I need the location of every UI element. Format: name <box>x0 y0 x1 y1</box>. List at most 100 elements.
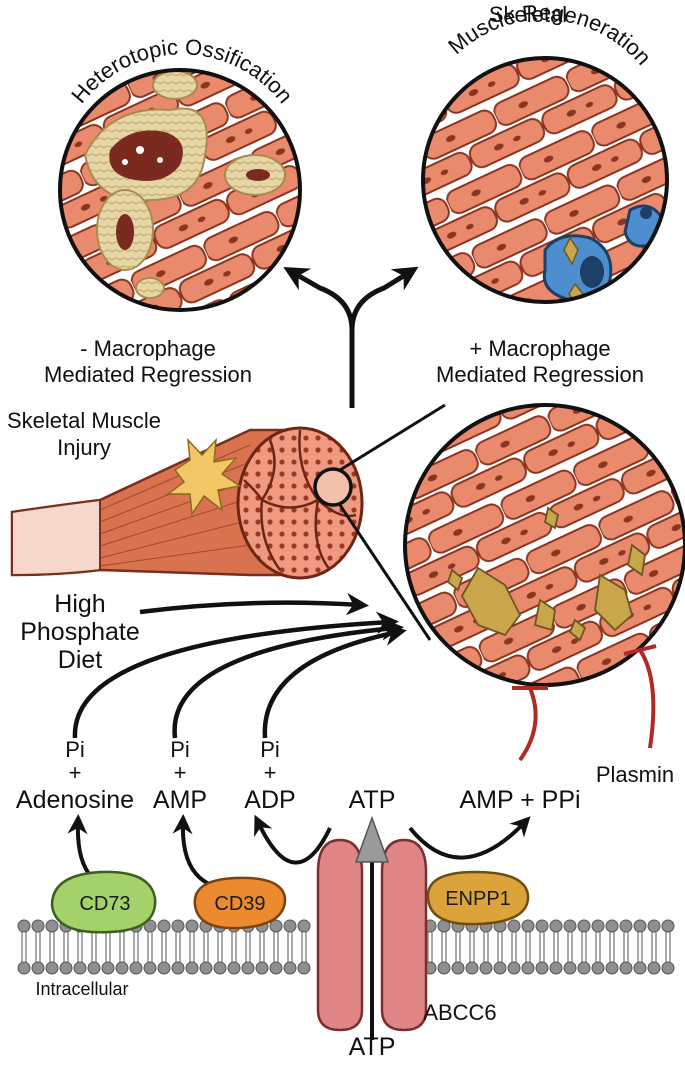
lipid-head <box>535 919 549 933</box>
plasmin-label: Plasmin <box>596 762 674 787</box>
lipid-head <box>647 961 661 975</box>
lipid-head <box>605 961 619 975</box>
lipid-head <box>591 961 605 975</box>
lipid-head <box>157 919 171 933</box>
regeneration-title-line1: Skeletal <box>489 2 567 27</box>
abcc6-label: ABCC6 <box>423 1000 496 1025</box>
panel-border <box>403 403 685 687</box>
lipid-head <box>199 961 213 975</box>
lipid-head <box>507 919 521 933</box>
atp-label: ATP <box>349 786 396 814</box>
lipid-head <box>647 919 661 933</box>
heterotopic-ossification-panel: Heterotopic Ossification <box>58 34 302 312</box>
lipid-head <box>451 961 465 975</box>
muscle-cross-section <box>236 426 364 580</box>
lipid-head <box>577 961 591 975</box>
lipid-head <box>255 961 269 975</box>
pi-label-3: Pi <box>260 737 280 762</box>
minus-macrophage-label-1: - Macrophage <box>80 336 216 361</box>
plus-sign-2: + <box>174 760 187 785</box>
lipid-head <box>507 961 521 975</box>
metabolite-labels: Pi + Adenosine Pi + AMP Pi + ADP ATP AMP… <box>16 737 581 1061</box>
lipid-head <box>115 961 129 975</box>
lipid-head <box>521 961 535 975</box>
lipid-head <box>297 919 311 933</box>
injury-label-1: Skeletal Muscle <box>7 408 161 433</box>
zoom-region-circle <box>313 467 353 507</box>
lipid-head <box>563 919 577 933</box>
atp-transport-arrow <box>354 815 390 1040</box>
lipid-head <box>101 961 115 975</box>
lipid-head <box>143 919 157 933</box>
lipid-head <box>227 961 241 975</box>
intracellular-label: Intracellular <box>35 979 128 999</box>
lipid-head <box>577 919 591 933</box>
lipid-head <box>521 919 535 933</box>
bone-nodule <box>152 70 198 100</box>
lipid-head <box>213 961 227 975</box>
lipid-head <box>31 961 45 975</box>
lipid-head <box>535 961 549 975</box>
lipid-head <box>17 919 31 933</box>
panel-border <box>421 56 669 304</box>
inhibition-lines <box>512 644 657 762</box>
lipid-head <box>591 919 605 933</box>
lipid-head <box>59 961 73 975</box>
lipid-head <box>549 919 563 933</box>
amp-label: AMP <box>153 786 207 814</box>
lipid-head <box>185 961 199 975</box>
pi-label-2: Pi <box>170 737 190 762</box>
plus-sign-3: + <box>264 760 277 785</box>
lipid-head <box>283 961 297 975</box>
abcc6-transporter[interactable] <box>316 838 428 1032</box>
minus-macrophage-label-2: Mediated Regression <box>44 362 252 387</box>
cd73-enzyme[interactable]: CD73 <box>50 870 157 934</box>
pi-label-1: Pi <box>65 737 85 762</box>
lipid-head <box>31 919 45 933</box>
lipid-head <box>241 961 255 975</box>
adenosine-label: Adenosine <box>16 786 134 814</box>
amp-ppi-label: AMP + PPi <box>459 786 580 814</box>
marrow-region <box>109 130 183 181</box>
cd73-label: CD73 <box>79 893 130 915</box>
enpp1-label: ENPP1 <box>445 888 511 910</box>
cd39-label: CD39 <box>214 893 265 915</box>
plus-macrophage-label-1: + Macrophage <box>469 336 610 361</box>
lipid-head <box>185 919 199 933</box>
lipid-head <box>269 961 283 975</box>
lipid-head <box>661 919 675 933</box>
plus-sign-1: + <box>69 760 82 785</box>
lipid-head <box>17 961 31 975</box>
lipid-head <box>493 961 507 975</box>
lipid-head <box>605 919 619 933</box>
injured-muscle-illustration <box>10 403 446 641</box>
lipid-head <box>549 961 563 975</box>
lipid-head <box>437 961 451 975</box>
lipid-head <box>129 961 143 975</box>
lipid-head <box>563 961 577 975</box>
lipid-head <box>45 919 59 933</box>
cd39-enzyme[interactable]: CD39 <box>193 876 287 930</box>
adp-label: ADP <box>244 786 295 814</box>
lipid-head <box>143 961 157 975</box>
diet-label-2: Phosphate <box>20 618 140 646</box>
lipid-head <box>45 961 59 975</box>
calcium-crystals <box>446 506 646 642</box>
lipid-head <box>171 919 185 933</box>
lipid-head <box>619 961 633 975</box>
calcification-panel <box>403 403 685 687</box>
lipid-head <box>619 919 633 933</box>
lipid-head <box>171 961 185 975</box>
plus-macrophage-label-2: Mediated Regression <box>436 362 644 387</box>
lipid-head <box>465 961 479 975</box>
branch-arrow <box>283 266 419 408</box>
diet-label-1: High <box>54 590 105 618</box>
injury-burst-icon <box>165 437 242 517</box>
lipid-head <box>73 961 87 975</box>
lipid-head <box>157 961 171 975</box>
enpp1-enzyme[interactable]: ENPP1 <box>426 870 530 926</box>
injury-label-2: Injury <box>57 435 111 460</box>
lipid-head <box>633 919 647 933</box>
